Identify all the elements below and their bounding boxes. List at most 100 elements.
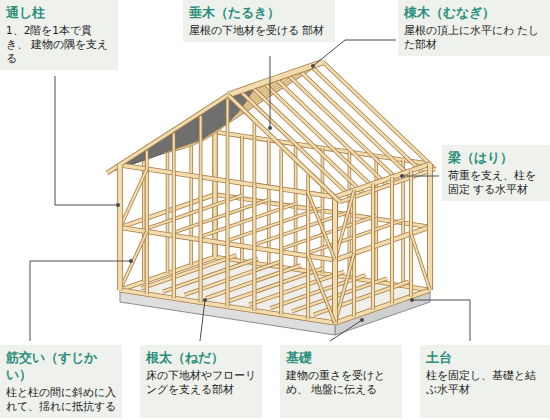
wood-member <box>299 70 411 177</box>
wood-member-edge <box>371 184 375 310</box>
leader-dot <box>203 298 207 302</box>
callout-body: 柱と柱の間に斜めに入 れて、揺れに抵抗する <box>6 385 116 413</box>
leader-line <box>412 300 470 341</box>
wood-member <box>391 177 394 303</box>
wood-member-edge <box>335 290 430 323</box>
wood-member <box>146 151 148 169</box>
leader-line <box>30 261 131 341</box>
leader-dot <box>410 298 414 302</box>
wood-member-edge <box>172 133 176 173</box>
wood-member-edge <box>253 123 257 185</box>
wood-member <box>107 95 228 173</box>
callout-heading: 垂木（たるき） <box>189 4 329 21</box>
wood-member <box>411 234 430 290</box>
wood-member <box>227 98 229 181</box>
wood-member <box>307 174 309 193</box>
wood-member-edge <box>166 149 170 274</box>
back-frame <box>120 132 430 335</box>
wood-member-edge <box>308 193 335 260</box>
leader-line <box>402 176 439 177</box>
wood-member-edge <box>267 140 271 265</box>
wood-member-edge <box>107 95 228 173</box>
wood-member <box>118 165 122 290</box>
wood-member <box>280 149 282 189</box>
wood-member-edge <box>427 164 432 290</box>
callout-heading: 土台 <box>426 349 544 366</box>
callout-heading: 通し柱 <box>6 4 112 21</box>
wood-member-edge <box>117 165 123 290</box>
wood-member-edge <box>120 169 147 228</box>
callout-body: 建物の重さを受けとめ、 地盤に伝える <box>286 368 396 396</box>
sheathing-joint <box>107 95 228 173</box>
wood-member <box>428 164 432 290</box>
wood-member <box>308 193 335 260</box>
rafters <box>228 62 435 202</box>
callout-box: 筋交い（すじかい）柱と柱の間に斜めに入 れて、揺れに抵抗する <box>0 345 122 418</box>
wood-member <box>253 185 256 311</box>
wood-member-edge <box>226 98 230 181</box>
leader-line <box>55 76 118 205</box>
wood-member <box>228 62 323 95</box>
wood-member <box>323 62 435 169</box>
wood-member-edge <box>276 79 388 186</box>
sheathing-joint <box>136 85 257 163</box>
callout-body: 屋根の頂上に水平にわ たした部材 <box>404 23 544 51</box>
wood-member-edge <box>252 185 256 311</box>
callout-body: 1、2階を1本で貫き、 建物の隅を支える <box>6 23 112 65</box>
leader-dot <box>360 318 364 322</box>
wood-member-edge <box>212 132 217 257</box>
front-wall-frame <box>107 95 340 323</box>
leader-dot <box>400 174 404 178</box>
wood-member-edge <box>311 66 423 173</box>
wood-member <box>228 95 340 202</box>
wood-member-edge <box>308 256 335 323</box>
callout-box: 基礎建物の重さを受けとめ、 地盤に伝える <box>280 345 402 418</box>
wood-member <box>335 253 354 323</box>
wood-member <box>253 123 255 185</box>
callout-box: 棟木（むなぎ）屋根の頂上に水平にわ たした部材 <box>398 0 550 56</box>
wood-member-edge <box>225 181 229 307</box>
wood-member-edge <box>172 173 176 298</box>
callout-box: 土台柱を固定し、基礎と結 ぶ水平材 <box>420 345 550 418</box>
wood-member <box>173 173 176 298</box>
wood-member-edge <box>335 164 430 197</box>
wood-member <box>226 181 229 307</box>
sheathing-joint <box>117 92 238 170</box>
callout-box: 梁（はり）荷重を支え、柱を固定 する水平材 <box>442 145 550 201</box>
wood-member <box>199 177 202 302</box>
wood-member <box>308 256 335 323</box>
leader-line <box>330 320 362 341</box>
wood-member <box>173 133 175 173</box>
wood-member-edge <box>279 149 283 189</box>
wood-member <box>335 164 430 197</box>
wood-member <box>118 165 123 290</box>
leader-dot <box>311 64 315 68</box>
wood-member <box>276 79 388 186</box>
wood-member <box>200 116 202 177</box>
right-wall-frame <box>335 164 430 323</box>
wood-member-edge <box>228 62 323 95</box>
wood-member-edge <box>117 165 123 290</box>
wood-member-edge <box>390 177 394 303</box>
wood-member-edge <box>228 95 340 202</box>
wood-member-edge <box>323 62 435 169</box>
wood-member <box>280 189 283 315</box>
callout-box: 通し柱 1、2階を1本で貫き、 建物の隅を支える <box>0 0 118 70</box>
wood-member-edge <box>199 177 203 302</box>
callout-box: 根太（ねだ）床の下地材やフローリ ングを支える部材 <box>140 345 262 418</box>
leader-line <box>200 300 205 341</box>
wood-member <box>213 132 217 257</box>
wood-member <box>314 282 409 315</box>
wood-member <box>372 184 375 310</box>
wood-member <box>118 165 122 290</box>
callout-heading: 基礎 <box>286 349 396 366</box>
wood-member <box>241 136 243 261</box>
wood-member-edge <box>199 116 203 177</box>
leader-dot <box>268 126 272 130</box>
leader-dot <box>129 259 133 263</box>
leader-line <box>270 56 271 128</box>
wood-member-edge <box>117 165 122 290</box>
wood-member <box>190 140 192 265</box>
wood-member-edge <box>189 140 193 265</box>
